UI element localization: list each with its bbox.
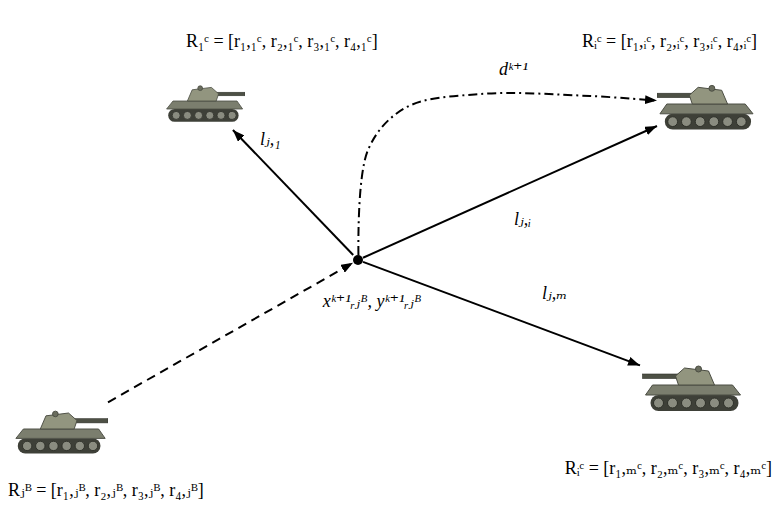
edge-label: dᵏ⁺¹ — [497, 58, 530, 80]
edge-label: lⱼ,ₘ — [540, 282, 569, 304]
distance-arrow — [363, 262, 640, 366]
edge-label: lⱼ,ᵢ — [512, 208, 533, 230]
vector-label: Rⱼᴮ = [r₁,ⱼᴮ, r₂,ⱼᴮ, r₃,ⱼᴮ, r₄,ⱼᴮ] — [8, 479, 204, 501]
vector-label: R₁ᶜ = [r₁,₁ᶜ, r₂,₁ᶜ, r₃,₁ᶜ, r₄,₁ᶜ] — [186, 30, 378, 52]
position-point: xᵏ⁺¹ᵣⱼᴮ, yᵏ⁺¹ᵣⱼᴮ — [353, 255, 363, 265]
tank-icon — [643, 366, 741, 411]
tank-node: Rᵢᶜ = [r₁,ₘᶜ, r₂,ₘᶜ, r₃,ₘᶜ, r₄,ₘᶜ] — [640, 355, 745, 415]
vector-label: Rᵢᶜ = [r₁,ᵢᶜ, r₂,ᵢᶜ, r₃,ᵢᶜ, r₄,ᵢᶜ] — [582, 30, 757, 52]
tank-icon — [657, 85, 753, 129]
distance-arrow — [363, 126, 657, 258]
tank-icon — [16, 411, 108, 453]
movement-arrow — [108, 263, 353, 402]
tank-icon — [167, 86, 245, 122]
tank-node: Rⱼᴮ = [r₁,ⱼᴮ, r₂,ⱼᴮ, r₃,ⱼᴮ, r₄,ⱼᴮ] — [14, 395, 108, 463]
tank-node: Rᵢᶜ = [r₁,ᵢᶜ, r₂,ᵢᶜ, r₃,ᵢᶜ, r₄,ᵢᶜ] — [657, 74, 755, 134]
edge-label: lⱼ,₁ — [258, 128, 283, 150]
displacement-curve — [358, 93, 657, 255]
coordinate-label: xᵏ⁺¹ᵣⱼᴮ, yᵏ⁺¹ᵣⱼᴮ — [321, 290, 423, 312]
tank-node: R₁ᶜ = [r₁,₁ᶜ, r₂,₁ᶜ, r₃,₁ᶜ, r₄,₁ᶜ] — [165, 72, 245, 130]
distance-arrow — [233, 130, 353, 255]
vector-label: Rᵢᶜ = [r₁,ₘᶜ, r₂,ₘᶜ, r₃,ₘᶜ, r₄,ₘᶜ] — [565, 457, 772, 479]
